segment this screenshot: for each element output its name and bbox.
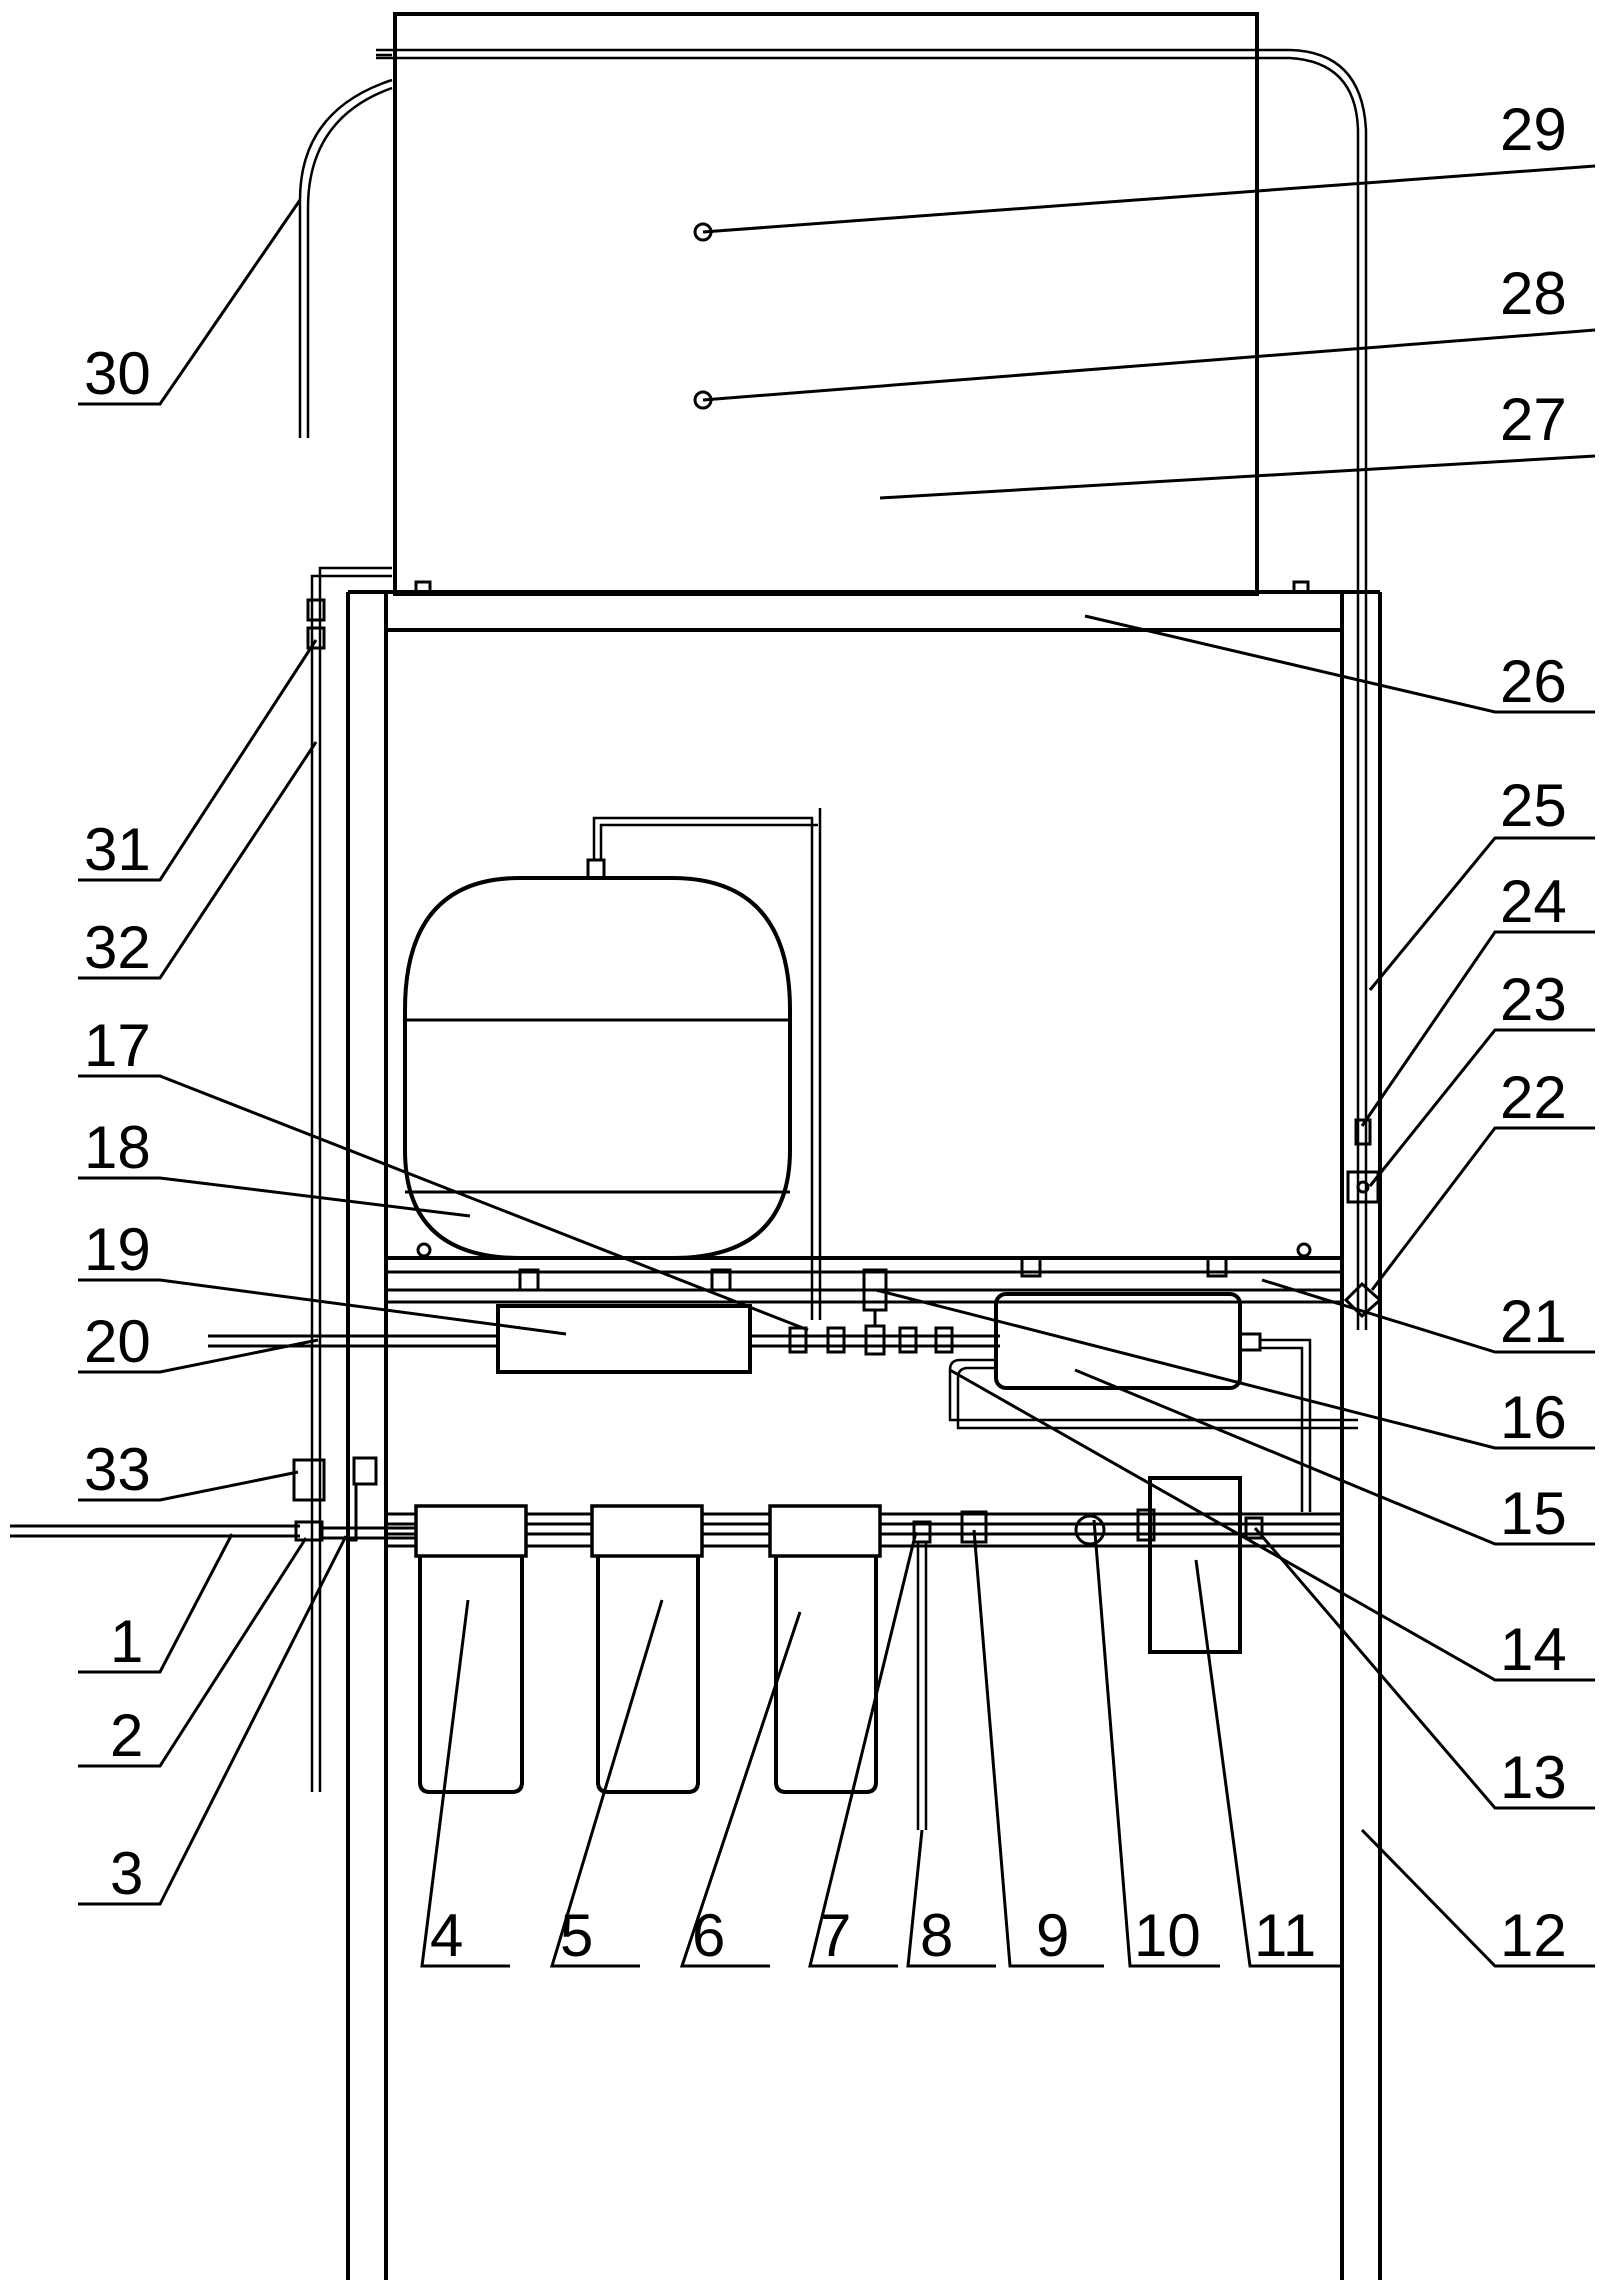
label-1: 1 [110,1608,143,1675]
label-33: 33 [84,1436,151,1503]
label-29: 29 [1500,96,1567,163]
label-28: 28 [1500,260,1567,327]
post-filter-15 [948,1292,1358,1512]
ro-membrane-19 [208,1304,752,1374]
label-17: 17 [84,1012,151,1079]
filter-6 [768,1504,882,1794]
label-8: 8 [920,1902,953,1969]
label-10: 10 [1134,1902,1201,1969]
label-2: 2 [110,1702,143,1769]
label-24: 24 [1500,868,1567,935]
label-27: 27 [1500,386,1567,453]
left-vertical-pipe [306,566,392,1792]
label-6: 6 [692,1902,725,1969]
drain-and-valves [912,1476,1264,1830]
pressure-tank [403,808,822,1320]
label-20: 20 [84,1308,151,1375]
label-12: 12 [1500,1902,1567,1969]
label-13: 13 [1500,1744,1567,1811]
main-inlet-row [10,1456,420,1542]
label-14: 14 [1500,1616,1567,1683]
label-16: 16 [1500,1384,1567,1451]
callout-labels: 29 28 27 26 25 24 23 22 21 16 15 14 13 1… [84,96,1567,1969]
label-21: 21 [1500,1288,1567,1355]
cabinet-frame [346,580,1382,2280]
leader-lines [78,164,1596,1968]
fittings-row [750,1268,1000,1356]
label-4: 4 [430,1902,463,1969]
filter-5 [590,1504,704,1794]
label-22: 22 [1500,1064,1567,1131]
label-18: 18 [84,1114,151,1181]
label-30: 30 [84,340,151,407]
label-23: 23 [1500,966,1567,1033]
label-3: 3 [110,1840,143,1907]
filter-4 [414,1504,528,1794]
label-15: 15 [1500,1480,1567,1547]
label-25: 25 [1500,772,1567,839]
label-5: 5 [560,1902,593,1969]
label-9: 9 [1036,1902,1069,1969]
label-26: 26 [1500,648,1567,715]
label-32: 32 [84,914,151,981]
label-7: 7 [818,1902,851,1969]
upper-tank [393,12,1259,596]
pipe-30 [298,53,393,438]
label-31: 31 [84,816,151,883]
label-11: 11 [1254,1902,1316,1969]
label-19: 19 [84,1216,151,1283]
pipe-25 [376,48,1368,1330]
